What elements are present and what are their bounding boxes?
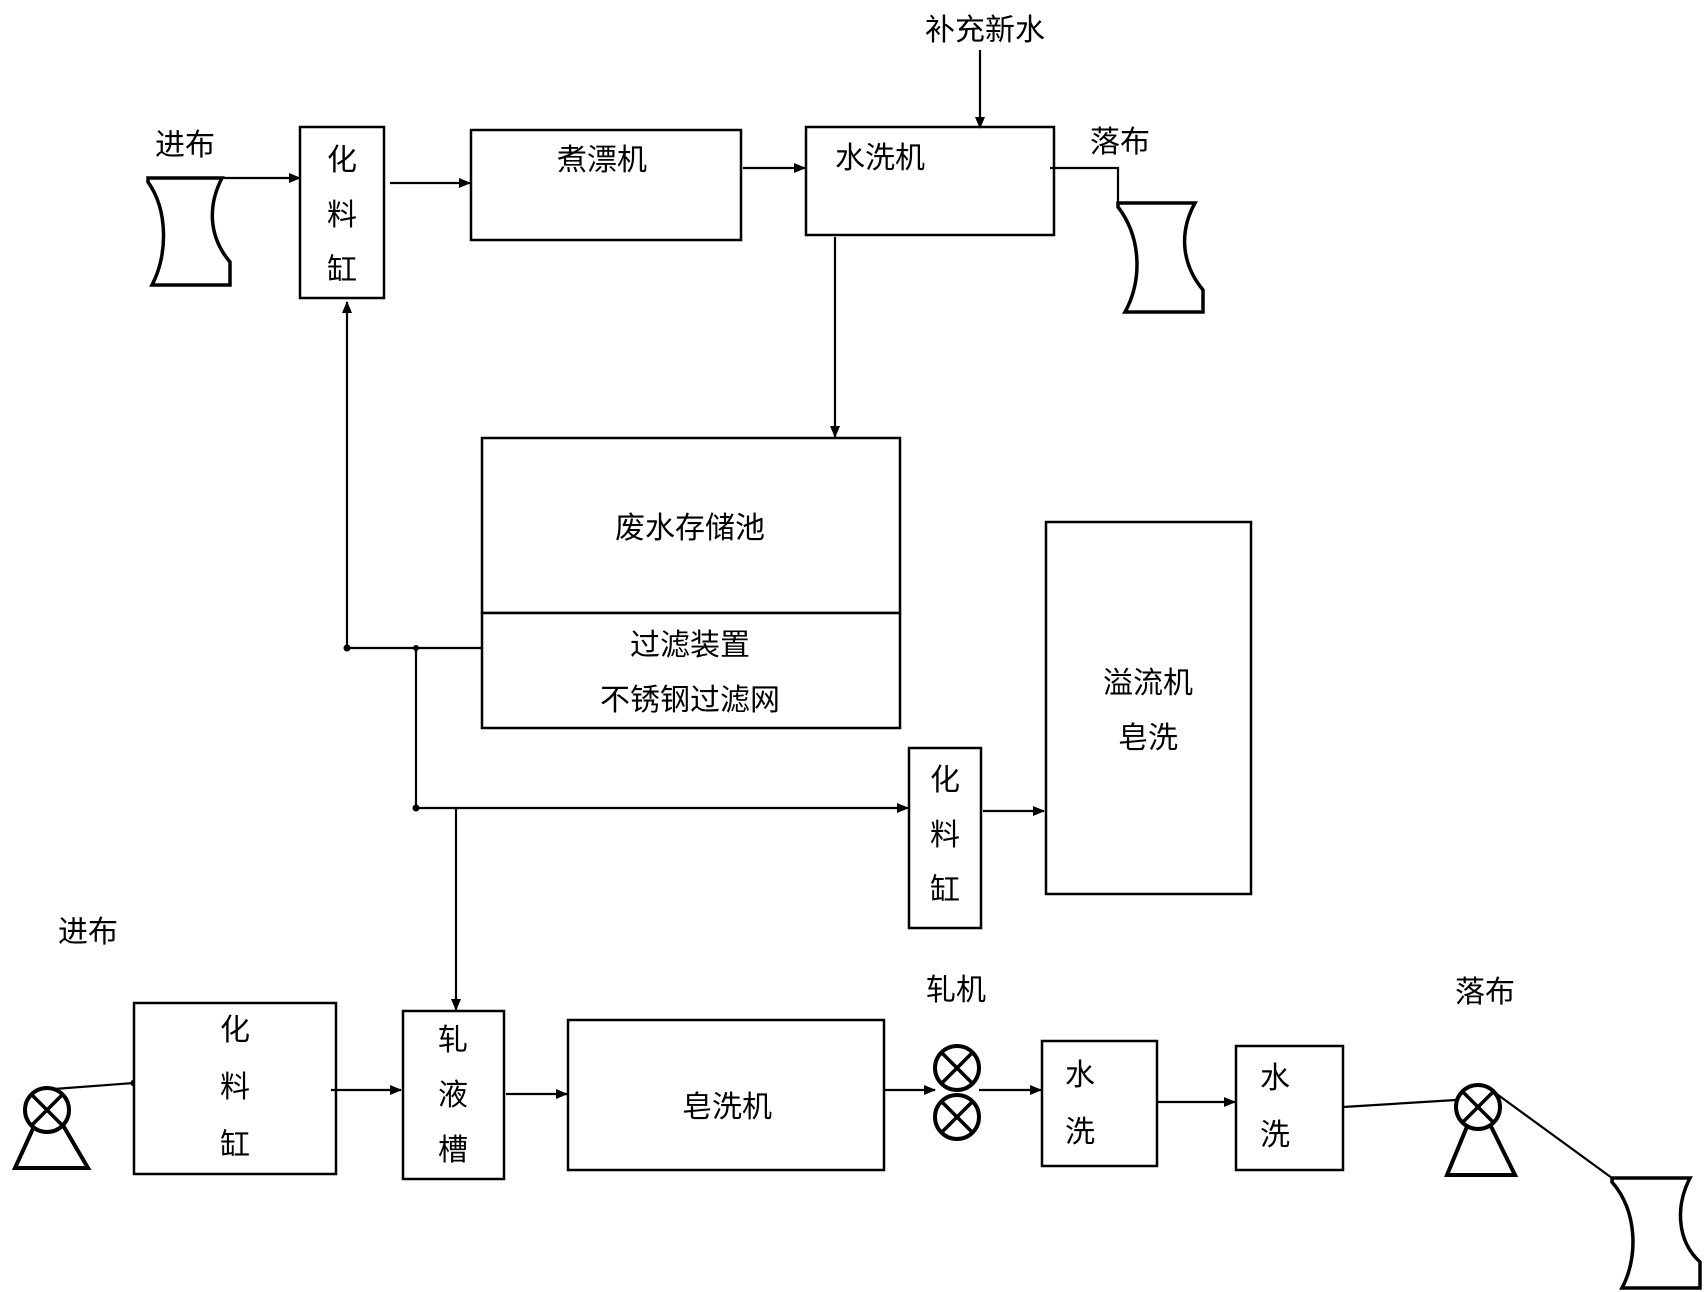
pad-trough-char-2: 液: [438, 1078, 468, 1113]
filter-device-label: 过滤装置: [630, 628, 750, 663]
roller-cross-icon: [30, 1093, 64, 1127]
chem-tank-top-char-1: 化: [327, 143, 357, 178]
chem-tank-mid: [907, 746, 983, 930]
line-feed-to-chem: [53, 1081, 135, 1091]
wash-unit-1-char-1: 水: [1065, 1058, 1095, 1093]
chem-tank-top-char-3: 缸: [327, 253, 357, 288]
cloth-roll-out-top-icon: [1116, 201, 1205, 314]
scour-bleach-machine: [469, 128, 743, 242]
scour-bleach-label: 煮漂机: [557, 143, 647, 178]
overflow-machine-label-1: 溢流机: [1103, 666, 1193, 701]
chem-tank-mid-char-3: 缸: [930, 873, 960, 908]
soaping-machine: [566, 1018, 886, 1172]
filter-device: [480, 611, 902, 730]
chem-tank-bottom-char-2: 料: [220, 1070, 250, 1105]
pad-trough-char-3: 槽: [438, 1133, 468, 1168]
chem-tank-bottom-char-1: 化: [220, 1013, 250, 1048]
wash-unit-2-char-2: 洗: [1260, 1118, 1290, 1153]
feed-in-bottom-label: 进布: [58, 915, 118, 950]
wastewater-tank: [480, 436, 902, 615]
mangle-label: 轧机: [926, 973, 986, 1008]
fresh-water-label: 补充新水: [925, 13, 1045, 48]
overflow-machine-label-2: 皂洗: [1118, 721, 1178, 756]
pad-trough: [401, 1009, 506, 1181]
chem-tank-mid-char-1: 化: [930, 763, 960, 798]
line-roller-to-cloth-out: [1493, 1091, 1613, 1179]
chem-tank-mid-char-2: 料: [930, 818, 960, 853]
washing-machine: [804, 125, 1056, 237]
overflow-machine: [1044, 520, 1253, 896]
cloth-roll-in-top-icon: [146, 176, 232, 287]
chem-tank-top: [298, 125, 386, 300]
roller-cross-icon: [940, 1100, 974, 1134]
cloth-out-top-label: 落布: [1090, 125, 1150, 160]
chem-tank-bottom: [132, 1001, 338, 1176]
chem-tank-bottom-char-3: 缸: [220, 1128, 250, 1163]
line-wash-to-cloth-out: [1050, 166, 1120, 203]
wash-unit-1: [1040, 1039, 1159, 1168]
pad-trough-char-1: 轧: [438, 1023, 468, 1058]
washing-machine-label: 水洗机: [835, 141, 925, 176]
wastewater-tank-label: 废水存储池: [615, 511, 765, 546]
wash-unit-2-char-1: 水: [1260, 1061, 1290, 1096]
feed-in-top-label: 进布: [155, 128, 215, 163]
filter-mesh-label: 不锈钢过滤网: [600, 683, 780, 718]
soaping-machine-label: 皂洗机: [682, 1090, 772, 1125]
line-wash2-to-output: [1342, 1098, 1457, 1109]
cloth-roll-out-bottom-icon: [1610, 1176, 1702, 1290]
cloth-out-bottom-label: 落布: [1455, 975, 1515, 1010]
chem-tank-top-char-2: 料: [327, 198, 357, 233]
roller-cross-icon: [1461, 1090, 1495, 1124]
wash-unit-2: [1234, 1044, 1345, 1172]
output-stand-icon: [1444, 1095, 1519, 1177]
roller-cross-icon: [940, 1051, 974, 1085]
wash-unit-1-char-2: 洗: [1065, 1115, 1095, 1150]
